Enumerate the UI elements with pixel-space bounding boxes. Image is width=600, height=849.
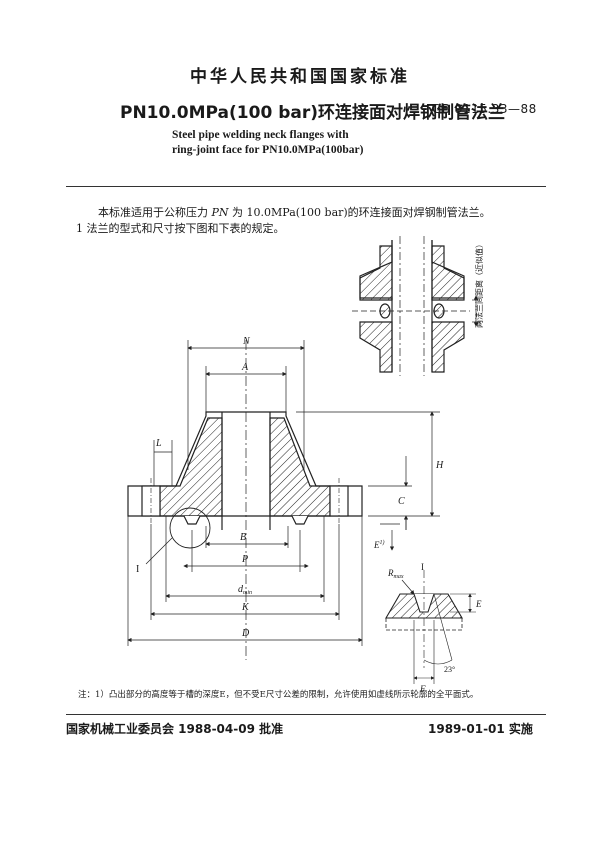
flange-section-view: [127, 340, 363, 660]
intro-variable-pn: PN: [211, 206, 229, 219]
detail-circle-I: [169, 507, 211, 549]
detail-title-I: I: [421, 562, 424, 572]
standard-title-en: Steel pipe welding neck flanges with rin…: [172, 128, 363, 158]
approval-statement: 国家机械工业委员会 1988-04-09 批准: [66, 722, 284, 736]
standard-title-en-line1: Steel pipe welding neck flanges with: [172, 129, 349, 141]
dim-label-L: L: [155, 438, 162, 449]
ring-groove-left: [183, 515, 201, 525]
assembly-view: [352, 236, 480, 376]
dim-label-E: E1): [373, 539, 385, 550]
detail-label-Rmax: Rmax: [387, 568, 404, 580]
header-divider: [66, 186, 546, 187]
intro-text-pre: 本标准适用于公称压力: [98, 206, 208, 219]
detail-label-angle: 23°: [444, 665, 455, 674]
standard-code: GB 9115.33—88: [432, 102, 537, 116]
dim-label-K: K: [241, 602, 250, 613]
dim-label-N: N: [242, 336, 251, 347]
standard-title-en-line2: ring-joint face for PN10.0MPa(100bar): [172, 144, 364, 156]
flange-gap-label: 两法兰间距离（近似值）: [474, 240, 484, 328]
nation-standard-heading: 中华人民共和国国家标准: [190, 67, 410, 87]
dim-label-B: B: [240, 532, 246, 543]
detail-label-E: E: [475, 599, 482, 609]
implementation-date: 1989-01-01 实施: [428, 722, 533, 736]
standard-title-cn: PN10.0MPa(100 bar)环连接面对焊钢制管法兰: [120, 103, 505, 123]
dim-label-P: P: [241, 554, 248, 565]
detail-ref-I: I: [136, 564, 139, 575]
dimension-lines: [127, 340, 440, 646]
detail-I-view: [385, 570, 476, 684]
footer-divider: [66, 714, 546, 715]
dim-label-A: A: [241, 362, 249, 373]
flange-hatched-right: [269, 417, 331, 517]
clause-1: 1 法兰的型式和尺寸按下图和下表的规定。: [76, 222, 285, 235]
dim-label-D: D: [241, 628, 250, 639]
footnote: 注：1）凸出部分的高度等于槽的深度E，但不受E尺寸公差的限制，允许使用如虚线所示…: [78, 690, 479, 700]
dim-label-d-min: dmin: [238, 584, 252, 596]
ring-groove-right: [291, 515, 309, 525]
intro-text-post: 为 10.0MPa(100 bar)的环连接面对焊钢制管法兰。: [232, 206, 491, 219]
flange-hatched-left: [159, 417, 223, 517]
dim-label-C: C: [398, 496, 405, 507]
detail-label-F: F: [419, 684, 426, 694]
intro-paragraph: 本标准适用于公称压力 PN 为 10.0MPa(100 bar)的环连接面对焊钢…: [98, 204, 491, 220]
dim-label-H: H: [435, 460, 444, 471]
